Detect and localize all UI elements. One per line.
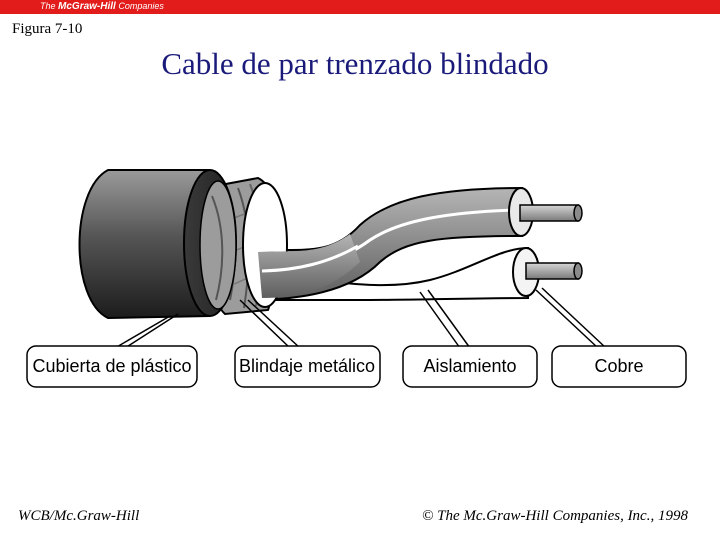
label-shield: Blindaje metálico — [234, 345, 381, 388]
copper-conductor-upper — [519, 204, 579, 222]
publisher-logo: The McGraw-Hill Companies — [40, 1, 164, 12]
footer-copyright: © The Mc.Graw-Hill Companies, Inc., 1998 — [422, 508, 688, 525]
copyright-symbol: © — [422, 508, 434, 524]
figure-label: Figura 7-10 — [12, 21, 83, 37]
label-jacket: Cubierta de plástico — [26, 345, 198, 388]
logo-prefix: The — [40, 1, 56, 11]
logo-suffix: Companies — [118, 1, 164, 11]
copper-conductor-lower — [525, 262, 579, 280]
label-shield-text: Blindaje metálico — [239, 356, 375, 376]
label-insulation-text: Aislamiento — [423, 356, 516, 376]
label-jacket-text: Cubierta de plástico — [32, 356, 191, 376]
logo-brand: McGraw-Hill — [58, 1, 116, 12]
footer-publisher: WCB/Mc.Graw-Hill — [18, 508, 140, 524]
publisher-banner: The McGraw-Hill Companies — [0, 0, 720, 14]
copyright-text: The Mc.Graw-Hill Companies, Inc., 1998 — [437, 508, 688, 524]
leader-lines — [114, 287, 607, 349]
label-copper: Cobre — [551, 345, 687, 388]
page-title: Cable de par trenzado blindado — [161, 46, 549, 81]
label-copper-text: Cobre — [594, 356, 643, 376]
label-insulation: Aislamiento — [402, 345, 538, 388]
plastic-jacket — [78, 169, 237, 320]
